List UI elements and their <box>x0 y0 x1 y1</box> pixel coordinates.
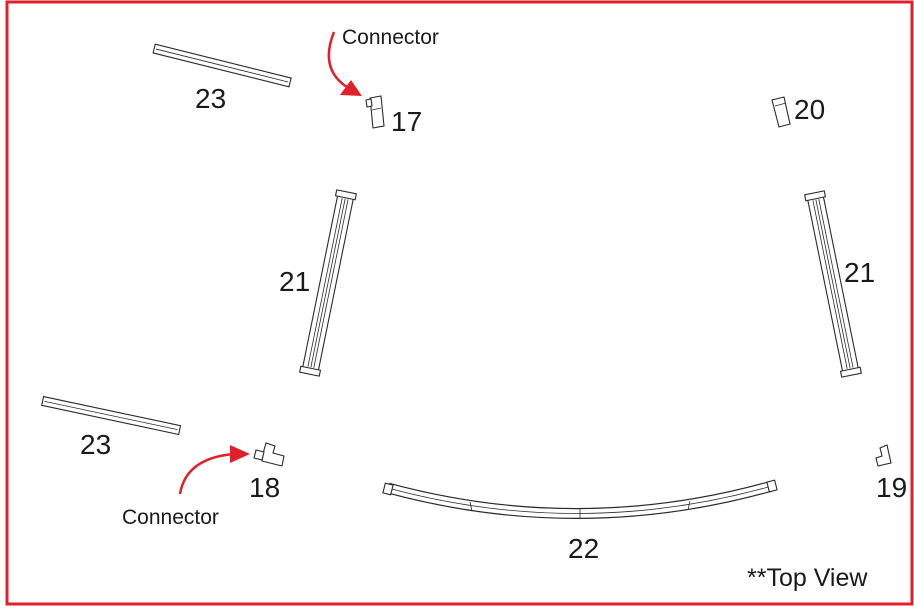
connector-17-part <box>365 95 385 129</box>
rail-bottom-left <box>41 395 182 436</box>
part-number-20: 20 <box>794 94 825 125</box>
part-number-19: 19 <box>876 472 907 503</box>
connector-label-bottom: Connector <box>122 506 219 529</box>
rail-top-left <box>152 43 292 88</box>
post-right <box>804 190 862 378</box>
part-number-23-bottom: 23 <box>80 429 111 460</box>
part-number-21-right: 21 <box>844 257 875 288</box>
connector-18-part <box>253 442 285 467</box>
connector-label-top: Connector <box>342 26 439 49</box>
part-number-17: 17 <box>391 106 422 137</box>
connector-arrow-bottom <box>178 445 250 495</box>
connector-19-part <box>875 444 892 467</box>
part-number-18: 18 <box>249 472 280 503</box>
part-number-22: 22 <box>568 533 599 564</box>
connector-20-part <box>771 96 791 128</box>
part-number-23-top: 23 <box>195 83 226 114</box>
diagram-border <box>5 0 914 606</box>
connector-arrow-top <box>327 31 362 96</box>
post-left <box>299 189 357 377</box>
view-note: **Top View <box>747 564 868 592</box>
part-number-21-left: 21 <box>279 266 310 297</box>
curved-rail <box>382 479 778 519</box>
